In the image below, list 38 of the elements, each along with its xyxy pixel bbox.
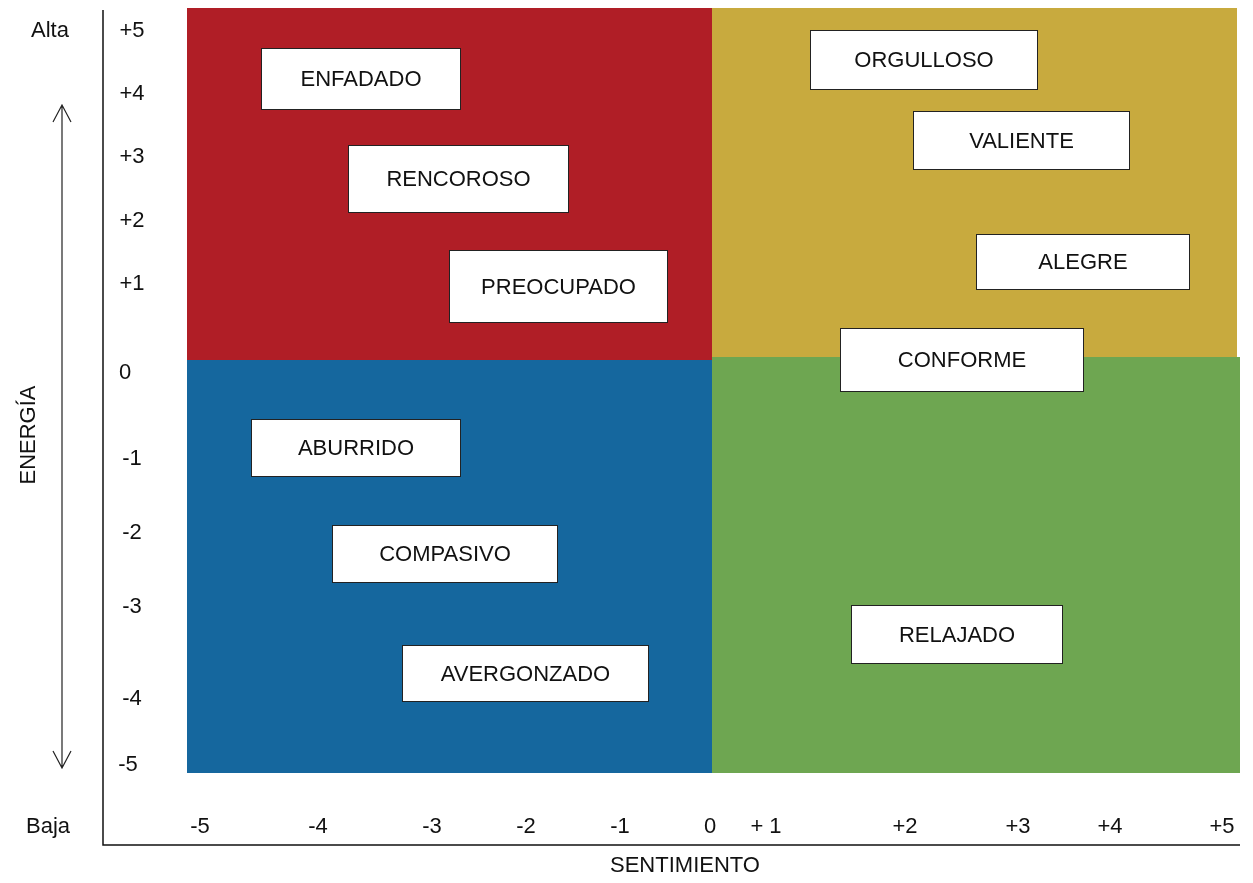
axis-title: ENERGÍA: [15, 385, 41, 485]
tick-label: -3: [422, 813, 442, 839]
label-card: ALEGRE: [976, 234, 1190, 290]
tick-label: +5: [1209, 813, 1235, 839]
label-card: ENFADADO: [261, 48, 461, 110]
tick-label: +4: [119, 80, 145, 106]
colour-quadrant: [187, 8, 712, 360]
tick-label: +1: [119, 270, 145, 296]
tick-label: + 1: [750, 813, 782, 839]
tick-label: -5: [190, 813, 210, 839]
label-card: COMPASIVO: [332, 525, 558, 583]
tick-label: -5: [118, 751, 138, 777]
tick-label: -4: [308, 813, 328, 839]
label-card: CONFORME: [840, 328, 1084, 392]
label-card: AVERGONZADO: [402, 645, 649, 702]
label-card: ABURRIDO: [251, 419, 461, 477]
tick-label: -1: [122, 445, 142, 471]
tick-label: +2: [119, 207, 145, 233]
tick-label: +4: [1097, 813, 1123, 839]
label-card: RENCOROSO: [348, 145, 569, 213]
label-card: ORGULLOSO: [810, 30, 1038, 90]
tick-label: -2: [122, 519, 142, 545]
tick-label: -3: [122, 593, 142, 619]
tick-label: -2: [516, 813, 536, 839]
tick-label: 0: [118, 359, 132, 385]
axis-title: SENTIMIENTO: [610, 852, 760, 878]
label-card: RELAJADO: [851, 605, 1063, 664]
label-card: VALIENTE: [913, 111, 1130, 170]
tick-label: -1: [610, 813, 630, 839]
label-card: PREOCUPADO: [449, 250, 668, 323]
tick-label: +3: [119, 143, 145, 169]
tick-label: 0: [703, 813, 717, 839]
tick-label: +5: [119, 17, 145, 43]
tick-label: Alta: [31, 17, 69, 43]
tick-label: Baja: [26, 813, 70, 839]
tick-label: -4: [122, 685, 142, 711]
tick-label: +3: [1005, 813, 1031, 839]
tick-label: +2: [892, 813, 918, 839]
